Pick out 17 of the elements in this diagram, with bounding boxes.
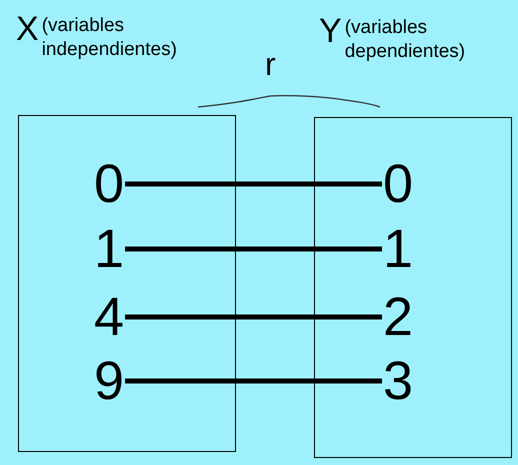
value-number: 0: [383, 159, 414, 209]
value-number: 9: [94, 356, 124, 406]
relation-label: r: [265, 48, 276, 80]
value-number: 2: [383, 292, 414, 342]
set-letter: Y: [319, 14, 342, 48]
mapping-line: [125, 378, 382, 384]
mapping-line: [125, 182, 382, 186]
value-number: 3: [383, 356, 414, 406]
set-description: (variables dependientes): [344, 16, 466, 64]
mapping-line: [125, 246, 382, 252]
value-number: 0: [94, 159, 124, 209]
mapping-line: [125, 314, 382, 320]
set-description: (variables independientes): [42, 14, 178, 62]
value-number: 1: [94, 224, 124, 274]
value-number: 4: [94, 292, 124, 342]
set-letter: X: [16, 12, 39, 46]
value-number: 1: [383, 224, 414, 274]
